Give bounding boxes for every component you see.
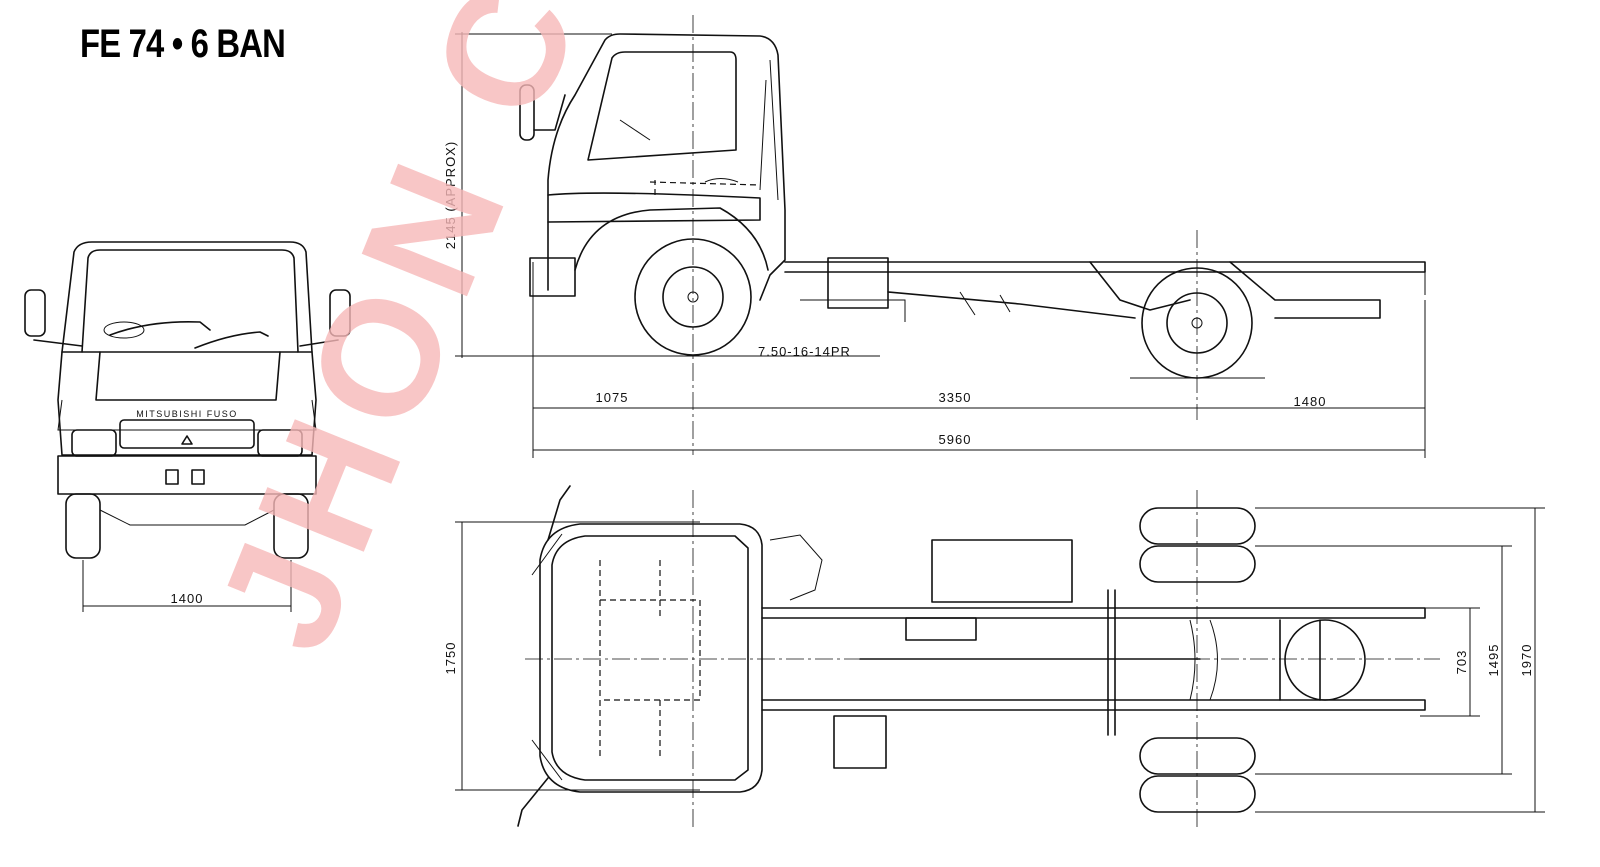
front-bumper <box>529 257 576 297</box>
left-headlight <box>71 429 117 457</box>
cab-window <box>587 51 737 161</box>
front-wheels <box>65 493 309 559</box>
cab-side <box>519 33 786 301</box>
dim-wheelbase: 3350 <box>939 390 972 405</box>
model-title: FE 74 • 6 BAN <box>80 22 286 66</box>
dim-widths: 703 1495 1970 <box>1255 507 1545 813</box>
rear-duals <box>1139 507 1256 813</box>
tire-spec: 7.50-16-14PR <box>758 344 851 359</box>
dim-front-track: 1400 <box>82 560 292 612</box>
dim-overall-length: 5960 <box>939 432 972 447</box>
cab-front: MITSUBISHI FUSO <box>24 241 351 495</box>
dim-height-label: 2145 (APPROX) <box>443 141 458 249</box>
side-mirror <box>519 84 535 141</box>
dim-overall-width: 1970 <box>1519 644 1534 677</box>
cab-plan <box>517 485 763 827</box>
dim-front-track-label: 1400 <box>171 591 204 606</box>
dim-front-track-top: 1750 <box>443 521 700 791</box>
dim-front-overhang: 1075 <box>596 390 629 405</box>
dim-length-row: 1075 3350 1480 5960 <box>532 262 1426 458</box>
grille-badge: MITSUBISHI FUSO <box>136 409 238 419</box>
side-view: 2145 (APPROX) <box>443 15 1426 458</box>
left-mirror <box>24 289 46 337</box>
dim-rear-track: 1495 <box>1486 644 1501 677</box>
dim-height: 2145 (APPROX) <box>443 32 880 358</box>
dim-frame-width: 703 <box>1454 650 1469 675</box>
dim-front-track-top-label: 1750 <box>443 642 458 675</box>
fuel-tank <box>931 539 1073 603</box>
front-view: MITSUBISHI FUSO <box>24 241 351 612</box>
watermark: JHON COOL <box>182 0 767 673</box>
frame-side <box>784 257 1426 322</box>
dim-rear-overhang: 1480 <box>1294 394 1327 409</box>
battery-box <box>833 715 887 769</box>
plan-view: 1750 <box>443 485 1545 830</box>
side-rear-wheel <box>1130 267 1265 379</box>
mitsubishi-diamond-icon <box>181 435 193 445</box>
right-mirror <box>329 289 351 337</box>
frame-plan <box>761 534 1426 769</box>
